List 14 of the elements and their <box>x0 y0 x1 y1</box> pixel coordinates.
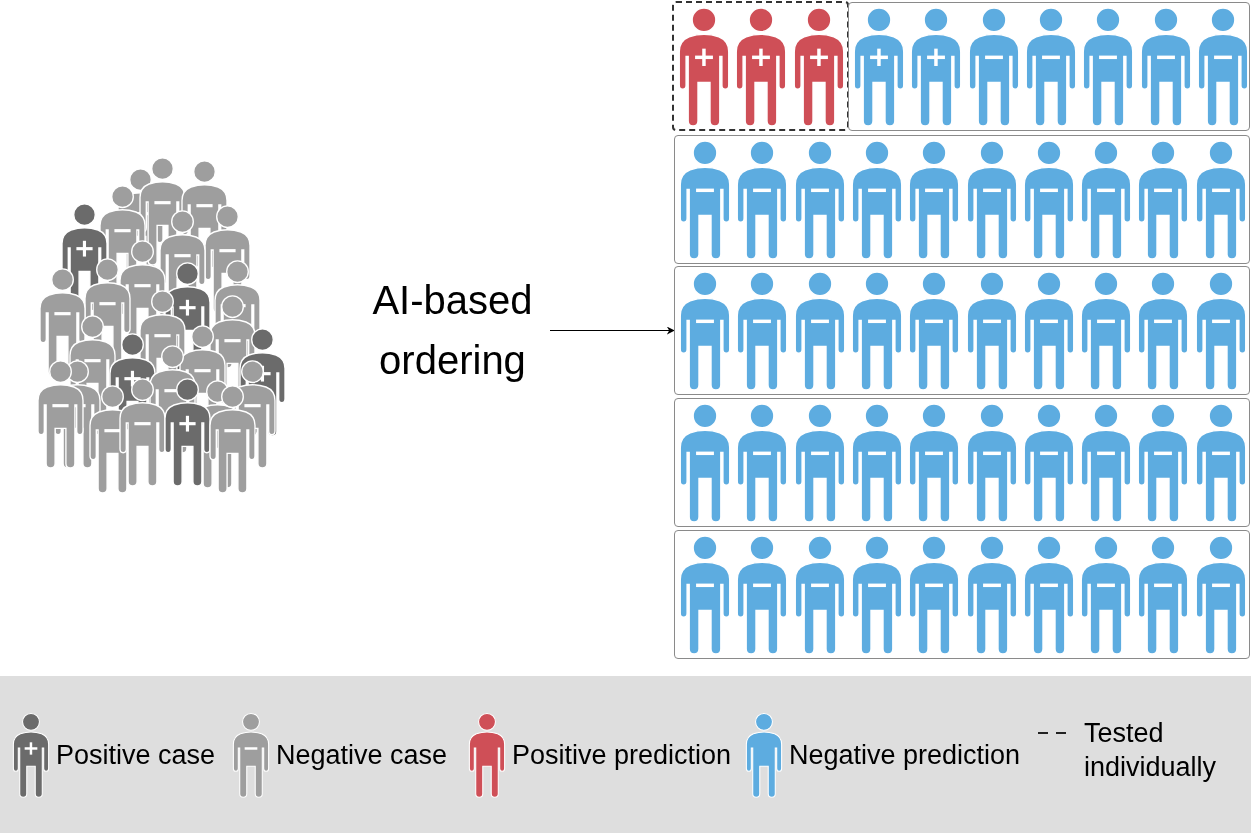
legend-label: Negative prediction <box>789 739 1022 772</box>
crowd-drawing <box>37 157 286 494</box>
legend-label: Positive case <box>56 739 217 772</box>
group-box <box>674 398 1250 527</box>
legend-label: Tested individually <box>1084 717 1218 784</box>
dashed-group-box <box>672 1 849 131</box>
legend-label: Negative case <box>276 739 449 772</box>
group-box <box>674 135 1250 264</box>
group-box <box>848 2 1250 131</box>
step-label: AI-based ordering <box>355 270 550 390</box>
arrow <box>549 326 675 335</box>
group-box <box>674 530 1250 659</box>
group-box <box>674 266 1250 395</box>
legend-label: Positive prediction <box>512 739 733 772</box>
